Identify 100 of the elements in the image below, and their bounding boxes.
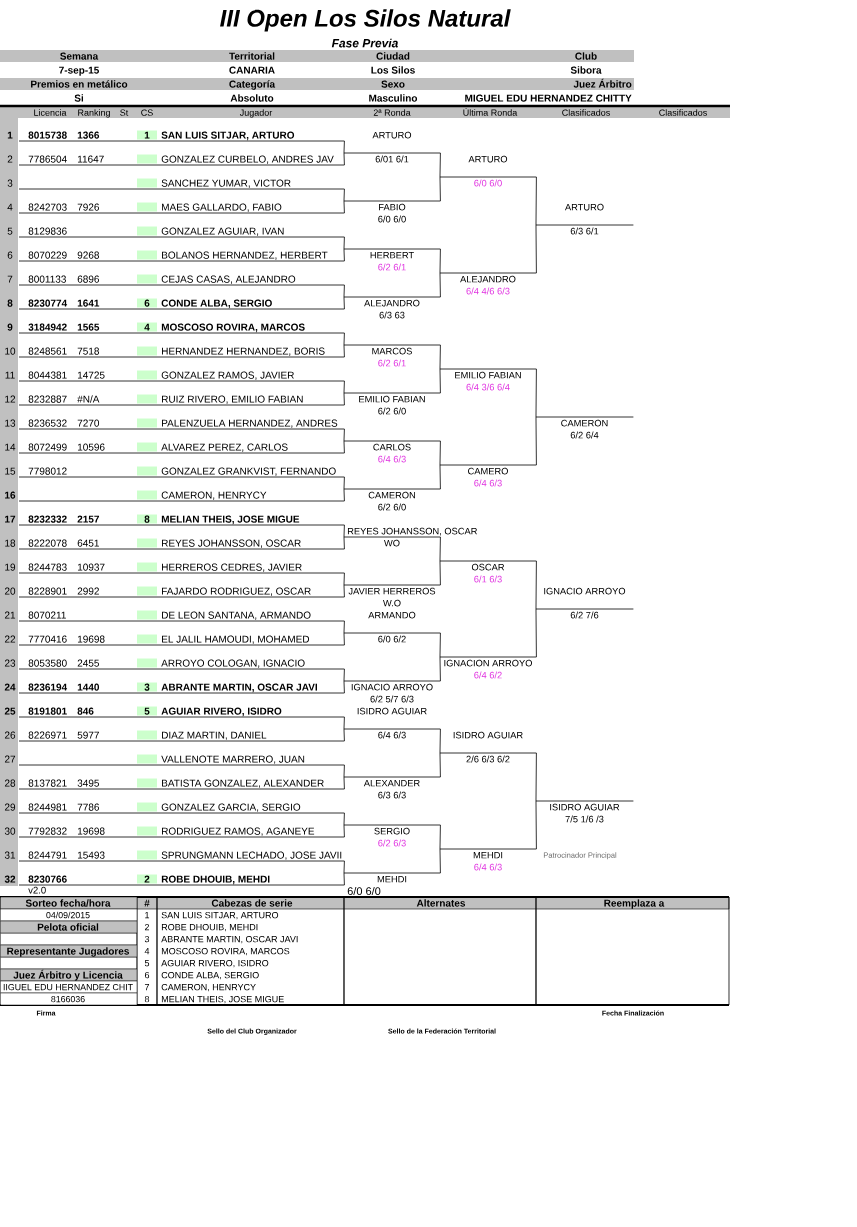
- version-text: v2.0: [28, 886, 46, 894]
- row-number: 26: [4, 731, 16, 739]
- ranking-number: 846: [77, 707, 94, 715]
- ranking-number: 11647: [77, 155, 104, 163]
- seed-cell: 3: [137, 682, 157, 692]
- player-name: AGUIAR RIVERO, ISIDRO: [161, 959, 269, 968]
- match-score: 6/2 6/1: [378, 263, 406, 271]
- seed-number: 7: [144, 984, 150, 991]
- seed-number: 1: [145, 912, 150, 919]
- row-number: 2: [7, 155, 13, 163]
- ranking-number: 1641: [77, 299, 100, 307]
- winner-name: MEHDI: [473, 851, 503, 859]
- licence-number: 8015738: [28, 131, 67, 139]
- ranking-number: 6451: [77, 539, 99, 547]
- header-label: Semana: [60, 52, 99, 60]
- bracket-line: [439, 368, 441, 394]
- winner-name: MEHDI: [377, 875, 407, 883]
- licence-number: 7792832: [28, 827, 67, 835]
- ranking-number: 7270: [77, 419, 100, 427]
- row-number: 31: [4, 851, 16, 859]
- player-name: ROBE DHOUIB, MEHDI: [161, 923, 258, 932]
- row-number: 32: [4, 875, 16, 883]
- bracket-line: [343, 812, 345, 826]
- cell-text: IIGUEL EDU HERNANDEZ CHIT: [0, 980, 138, 994]
- bracket-line: [343, 716, 345, 730]
- bracket-line: [439, 728, 441, 754]
- match-score: 6/01 6/1: [375, 155, 409, 163]
- row-number: 21: [4, 611, 16, 619]
- player-name: CAMERON, HENRYCY: [161, 983, 256, 992]
- bracket-line: [343, 392, 345, 406]
- player-name: REYES JOHANSSON, OSCAR: [162, 539, 301, 548]
- licence-number: 8230766: [28, 875, 67, 883]
- seed-cell: 5: [137, 706, 157, 716]
- match-score: 6/4 6/3: [474, 863, 502, 871]
- bracket-line: [439, 176, 441, 202]
- bracket-line: [535, 224, 537, 274]
- column-header: CS: [141, 109, 153, 116]
- row-number: 24: [4, 683, 16, 691]
- ranking-number: 15493: [77, 851, 105, 859]
- column-header: St: [120, 109, 129, 116]
- player-name: SPRUNGMANN LECHADO, JOSE JAVII: [161, 851, 342, 860]
- column-header: 2ª Ronda: [373, 109, 411, 116]
- row-number: 19: [5, 563, 16, 571]
- player-name: CAMERON, HENRYCY: [161, 491, 267, 500]
- cell-text: 8166036: [0, 992, 138, 1006]
- bracket-line: [343, 728, 345, 742]
- seed-cell: 8: [137, 514, 157, 524]
- player-name: BATISTA GONZALEZ, ALEXANDER: [162, 779, 324, 788]
- licence-number: 8137821: [28, 779, 67, 787]
- licence-number: 8236532: [28, 419, 67, 427]
- header-value: MIGUEL EDU HERNANDEZ CHITTY: [465, 94, 632, 102]
- winner-name: ALEJANDRO: [364, 299, 420, 307]
- seed-number: 6: [144, 971, 150, 979]
- player-name: GONZALEZ GARCIA, SERGIO: [161, 803, 301, 812]
- winner-name: EMILIO FABIAN: [359, 395, 425, 403]
- bracket-line: [343, 296, 345, 310]
- licence-number: 7786504: [28, 155, 67, 163]
- licence-number: 8070211: [28, 611, 66, 619]
- bracket-line: [343, 776, 345, 790]
- licence-number: 8248561: [28, 347, 67, 355]
- header-value: Los Silos: [371, 66, 415, 74]
- player-name: BOLANOS HERNANDEZ, HERBERT: [162, 251, 328, 260]
- player-name: MOSCOSO ROVIRA, MARCOS: [161, 323, 305, 333]
- winner-name: SERGIO: [374, 827, 410, 835]
- header-label: Territorial: [229, 52, 275, 60]
- bracket-line: [343, 344, 345, 358]
- bracket-line: [535, 416, 537, 466]
- header-label: Ciudad: [376, 52, 410, 60]
- bracket-line: [535, 608, 537, 658]
- licence-number: 8222078: [28, 539, 67, 547]
- bracket-line: [343, 152, 345, 166]
- bracket-line: [343, 380, 345, 394]
- bracket-line: [439, 440, 441, 466]
- licence-number: 8244981: [28, 803, 67, 811]
- player-name: FAJARDO RODRIGUEZ, OSCAR: [162, 587, 311, 596]
- bracket-line: [343, 440, 345, 454]
- player-name: DIAZ MARTIN, DANIEL: [162, 731, 267, 740]
- ranking-number: 10596: [77, 443, 105, 451]
- row-number: 20: [4, 587, 16, 595]
- licence-number: 7770416: [28, 635, 67, 643]
- bracket-line: [343, 284, 345, 298]
- bracket-line: [535, 752, 537, 802]
- winner-name: ISIDRO AGUIAR: [453, 731, 523, 739]
- row-number: 11: [5, 371, 15, 379]
- player-name: DE LEON SANTANA, ARMANDO: [162, 611, 311, 620]
- winner-name: ALEXANDER: [363, 779, 420, 787]
- player-name: SAN LUIS SITJAR, ARTURO: [161, 911, 279, 920]
- cell-text: 04/09/2015: [0, 908, 138, 922]
- bracket-line: [343, 524, 345, 538]
- match-score: 6/0 6/0: [474, 179, 502, 187]
- bracket-line: [439, 848, 441, 874]
- bracket-line: [343, 620, 345, 634]
- row-number: 5: [7, 227, 13, 235]
- ranking-number: 1440: [77, 683, 100, 691]
- winner-name: CAMERON: [561, 419, 608, 427]
- row-number: 15: [5, 467, 16, 475]
- bracket-line: [535, 368, 537, 418]
- header-label: Sexo: [381, 80, 405, 88]
- player-name: HERNANDEZ HERNANDEZ, BORIS: [162, 347, 325, 356]
- match-score: 6/0 6/0: [378, 215, 406, 223]
